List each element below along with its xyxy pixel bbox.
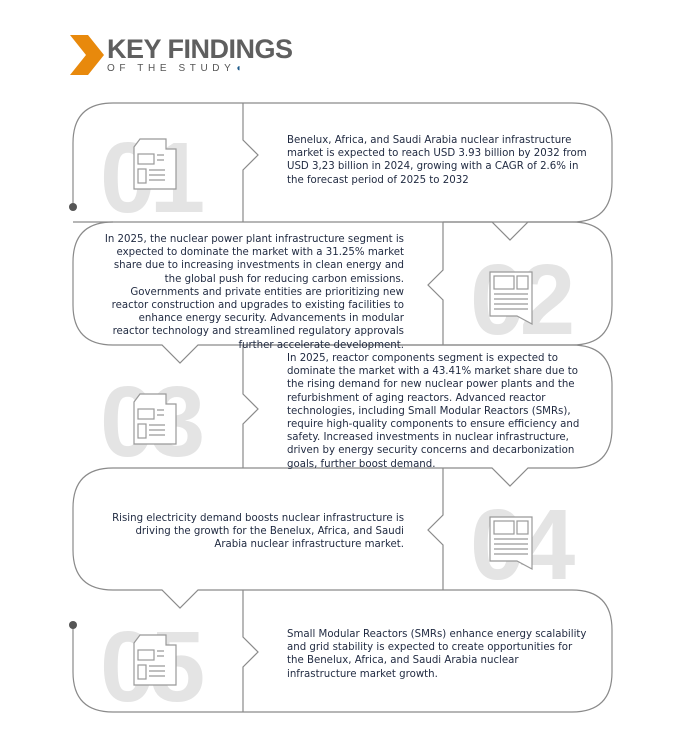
document-icon: [133, 393, 177, 445]
finding-text-03: In 2025, reactor components segment is e…: [287, 353, 580, 470]
page-subtitle: OF THE STUDY◖: [107, 63, 242, 74]
document-icon: [133, 138, 177, 190]
document-icon: [489, 516, 533, 570]
document-icon: [133, 634, 177, 686]
finding-text-04: Rising electricity demand boosts nuclear…: [112, 513, 404, 551]
finding-text-05: Small Modular Reactors (SMRs) enhance en…: [287, 629, 587, 680]
finding-text-02: In 2025, the nuclear power plant infrast…: [104, 234, 404, 351]
chevron-logo-icon: [70, 35, 104, 75]
document-icon: [489, 271, 533, 325]
finding-text-01: Benelux, Africa, and Saudi Arabia nuclea…: [287, 135, 587, 186]
page-title: KEY FINDINGS: [107, 34, 293, 64]
